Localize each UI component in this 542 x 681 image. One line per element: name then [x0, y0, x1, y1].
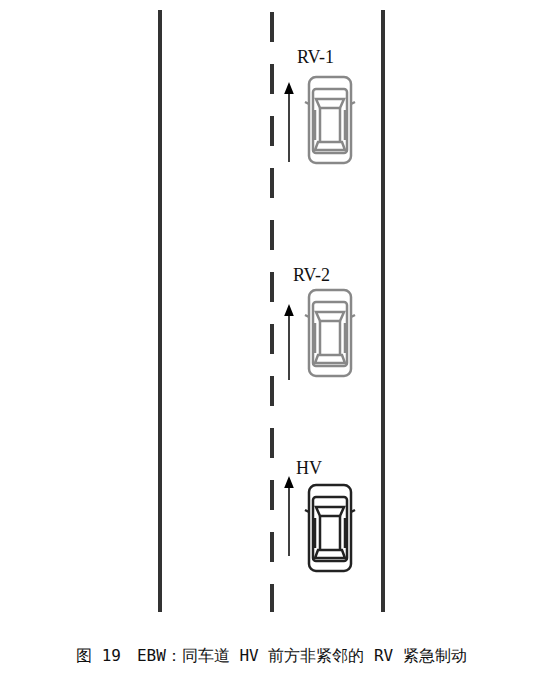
host-vehicle	[305, 485, 355, 571]
road-edge	[158, 10, 162, 612]
vehicle-label: RV-2	[293, 265, 330, 285]
vehicle-label: RV-1	[297, 47, 334, 67]
remote-vehicle	[305, 290, 355, 376]
direction-arrow	[288, 88, 290, 162]
direction-arrow	[288, 310, 290, 380]
road-edge	[381, 10, 385, 612]
lane-divider	[270, 12, 274, 612]
figure-caption: 图 19 EBW：同车道 HV 前方非紧邻的 RV 紧急制动	[76, 646, 467, 666]
vehicle-label: HV	[296, 458, 322, 478]
direction-arrow	[288, 482, 290, 556]
remote-vehicle	[305, 77, 355, 163]
